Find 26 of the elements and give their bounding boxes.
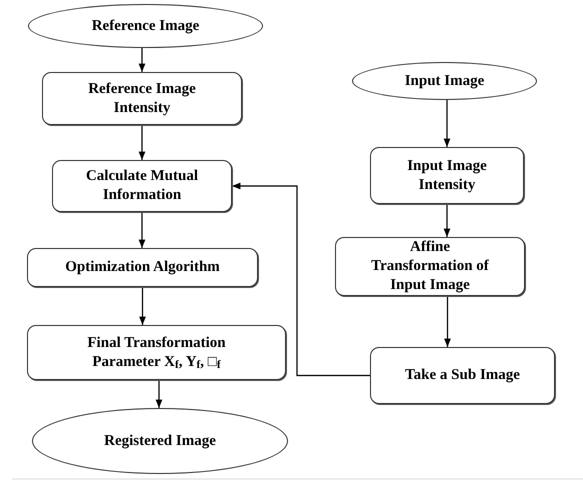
node-label: Final Transformation Parameter X$_{f}$, Y$_{f}$, □$_{f}$ (86, 334, 227, 372)
arrow (156, 380, 162, 408)
arrow (232, 182, 370, 376)
arrow (138, 125, 146, 160)
arrow (138, 212, 146, 248)
arrow (444, 204, 450, 237)
process-box (42, 72, 242, 125)
process-box (370, 347, 555, 404)
node-label: Registered Image (104, 432, 216, 450)
process-box (27, 325, 286, 380)
arrow (444, 100, 450, 147)
node-label: Input Image (404, 72, 484, 90)
arrow (444, 296, 451, 347)
node-label: Reference Image (92, 16, 200, 36)
node-label: Affine Transformation of Input Image (370, 238, 490, 295)
process-box (335, 237, 525, 296)
node-label: Take a Sub Image (405, 366, 520, 385)
arrow (138, 48, 146, 72)
node-label: Input Image Intensity (406, 156, 488, 194)
node-label: Reference Image Intensity (87, 80, 197, 118)
process-box (370, 147, 524, 204)
node-label: Calculate Mutual Information (84, 167, 200, 205)
process-box (52, 160, 232, 212)
process-box (27, 248, 258, 287)
arrow (139, 287, 146, 325)
node-label: Optimization Algorithm (65, 258, 220, 277)
